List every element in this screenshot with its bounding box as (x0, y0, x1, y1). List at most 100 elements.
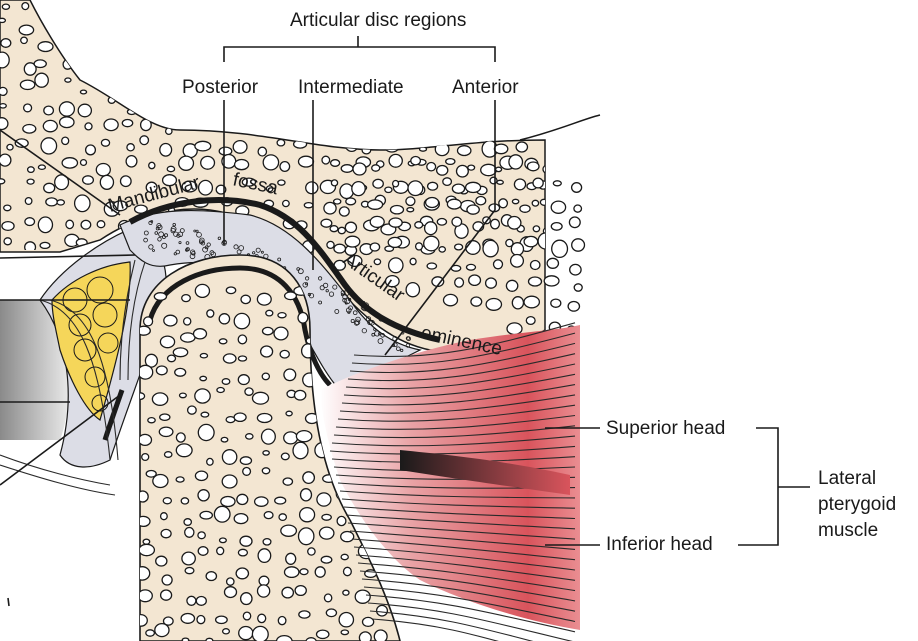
bone-pore (257, 293, 271, 305)
bone-pore (175, 368, 186, 376)
bone-pore (338, 108, 348, 116)
bone-pore (382, 64, 388, 70)
bone-pore (160, 414, 170, 420)
bone-pore (139, 2, 152, 11)
bone-pore (486, 299, 501, 311)
bone-pore (315, 567, 325, 577)
bone-pore (278, 313, 286, 318)
bone-pore (195, 389, 210, 403)
bone-pore (97, 221, 105, 228)
bone-pore (180, 393, 187, 398)
bone-pore (256, 98, 266, 109)
bone-pore (164, 315, 177, 326)
bone-pore (60, 117, 74, 128)
bone-pore (223, 354, 236, 363)
bone-pore (81, 56, 94, 68)
bone-pore (260, 19, 275, 33)
bone-pore (146, 46, 156, 57)
bone-pore (2, 4, 9, 9)
bone-pore (236, 568, 248, 579)
bone-pore (468, 165, 475, 170)
bone-pore (551, 201, 565, 213)
bone-pore (512, 297, 523, 309)
bone-pore (366, 61, 372, 66)
bone-pore (238, 356, 246, 361)
bone-pore (490, 177, 497, 184)
bone-pore (263, 451, 269, 455)
bone-pore (243, 612, 250, 620)
bone-pore (97, 60, 104, 66)
bone-pore (136, 393, 145, 400)
bone-pore (343, 590, 349, 595)
bone-pore (240, 0, 254, 11)
bone-pore (43, 120, 57, 131)
bone-pore (100, 175, 113, 189)
bone-pore (437, 166, 448, 176)
bone-pore (532, 200, 538, 206)
bone-pore (406, 283, 419, 297)
bone-pore (337, 0, 350, 7)
bone-pore (263, 539, 271, 545)
bone-pore (157, 59, 164, 65)
bone-pore (476, 197, 486, 205)
bone-pore (21, 37, 28, 43)
bone-pore (139, 544, 154, 555)
bone-pore (66, 220, 74, 228)
bone-pore (233, 141, 247, 154)
bone-pore (257, 414, 271, 423)
bone-pore (167, 166, 174, 171)
bone-pore (238, 549, 247, 556)
bone-pore (74, 44, 89, 53)
bone-pore (266, 310, 273, 316)
bone-pore (482, 44, 493, 51)
bone-pore (300, 569, 308, 575)
bone-pore (317, 630, 329, 638)
bone-pore (7, 144, 13, 150)
bone-pore (139, 434, 152, 445)
bone-pore (43, 1, 52, 10)
bone-pore (241, 593, 252, 605)
bone-pore (44, 106, 54, 115)
bone-pore (23, 125, 36, 134)
bone-pore (183, 0, 191, 7)
bone-pore (4, 238, 11, 245)
bone-pore (81, 160, 87, 166)
bone-pore (321, 556, 332, 563)
bone-pore (478, 24, 486, 32)
bone-pore (324, 202, 336, 214)
bone-pore (0, 118, 8, 130)
bone-pore (331, 160, 340, 167)
bone-pore (437, 219, 446, 226)
bone-pore (241, 295, 250, 303)
bone-pore (246, 434, 253, 439)
bone-pore (504, 107, 512, 115)
bone-pore (200, 354, 207, 358)
bone-pore (181, 333, 195, 342)
bone-pore (372, 165, 380, 171)
bone-pore (127, 109, 136, 114)
bone-pore (511, 243, 523, 256)
bone-pore (324, 594, 331, 602)
bone-pore (495, 43, 506, 49)
bone-pore (44, 183, 55, 192)
bone-pore (274, 0, 287, 11)
bone-pore (0, 87, 7, 95)
bone-pore (320, 527, 334, 539)
bone-pore (540, 75, 555, 88)
bone-pore (437, 78, 446, 85)
bone-pore (284, 432, 298, 444)
bone-pore (339, 207, 349, 216)
bone-pore (176, 42, 188, 55)
bone-pore (156, 556, 167, 566)
bone-pore (75, 195, 90, 212)
bone-pore (257, 115, 271, 127)
bone-pore (572, 239, 585, 251)
bone-pore (377, 605, 388, 616)
bone-pore (506, 280, 517, 291)
bone-pore (162, 575, 172, 585)
bone-pore (258, 147, 266, 156)
bone-pore (323, 475, 335, 483)
bone-pore (344, 567, 352, 575)
bone-pore (396, 39, 405, 49)
bone-pore (57, 200, 64, 205)
